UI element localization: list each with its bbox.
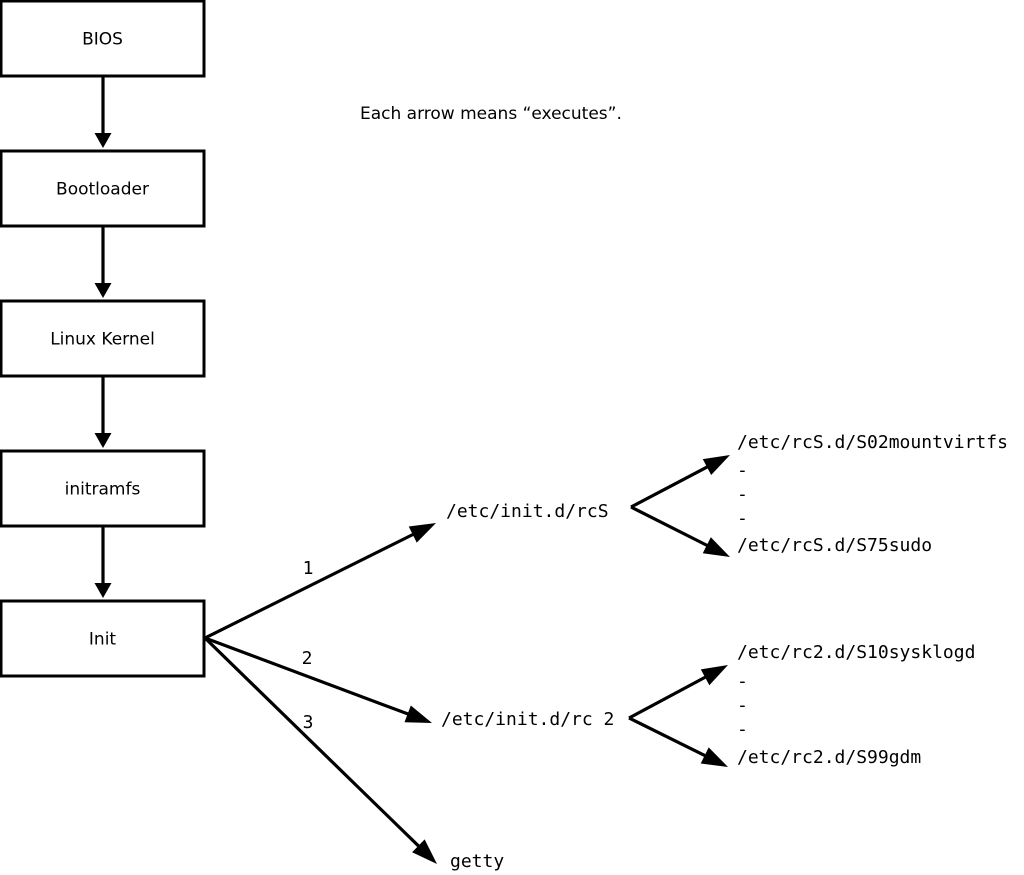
node-label-initramfs: initramfs xyxy=(65,480,141,500)
ellipsis-dash: - xyxy=(737,484,748,505)
ellipsis-dash: - xyxy=(737,671,748,692)
ellipsis-dash: - xyxy=(737,695,748,716)
target-label-rcs: /etc/init.d/rcS xyxy=(446,501,609,522)
caption-each-arrow-means-executes: Each arrow means “executes”. xyxy=(360,104,622,124)
arrowhead xyxy=(94,433,112,448)
arrowhead xyxy=(412,839,437,864)
node-label-bios: BIOS xyxy=(82,30,123,50)
arrow-bios-to-bootloader xyxy=(94,76,112,148)
arrowhead xyxy=(408,523,436,543)
arrowhead xyxy=(700,665,728,686)
node-initramfs: initramfs xyxy=(0,449,206,528)
arrowhead xyxy=(702,537,730,557)
arrowhead xyxy=(404,705,432,723)
script-label-first-rcs-scripts: /etc/rcS.d/S02mountvirtfs xyxy=(737,432,1008,453)
ellipsis-dash: - xyxy=(737,460,748,481)
init-branch-rc2 xyxy=(204,636,432,723)
init-branch-rcs xyxy=(204,523,436,640)
arrow-bootloader-to-kernel xyxy=(94,226,112,298)
arrow-initramfs-to-init xyxy=(94,526,112,598)
diagram-text-layer: 1/etc/init.d/rcS 2/etc/init.d/rc 2 3 getty /… xyxy=(302,104,1008,872)
script-label-last-rcs-scripts: /etc/rcS.d/S75sudo xyxy=(737,535,932,556)
node-label-init: Init xyxy=(89,630,117,650)
node-init: Init xyxy=(0,599,206,678)
fanout-rc2-scripts xyxy=(628,665,728,767)
ellipsis-dash: - xyxy=(737,719,748,740)
target-label-getty: getty xyxy=(450,851,504,872)
arrowhead xyxy=(702,455,730,476)
arrowhead xyxy=(94,583,112,598)
ellipsis-dash: - xyxy=(737,508,748,529)
arrowhead xyxy=(94,133,112,148)
boot-chain-arrows xyxy=(94,76,112,598)
node-label-kernel: Linux Kernel xyxy=(50,330,155,350)
node-label-bootloader: Bootloader xyxy=(56,180,149,200)
edge-number-getty: 3 xyxy=(303,712,314,733)
script-fanout-arrows xyxy=(628,455,730,767)
arrowhead xyxy=(700,747,728,767)
init-fanout-arrows xyxy=(203,523,437,864)
edge-number-rc2: 2 xyxy=(302,648,313,669)
node-bios: BIOS xyxy=(0,0,206,78)
init-branch-getty xyxy=(203,636,437,864)
arrowhead xyxy=(94,283,112,298)
arrow-kernel-to-initramfs xyxy=(94,376,112,448)
script-label-last-rc2-scripts: /etc/rc2.d/S99gdm xyxy=(737,747,921,768)
target-label-rc2: /etc/init.d/rc 2 xyxy=(441,709,614,730)
node-kernel: Linux Kernel xyxy=(0,299,206,378)
node-bootloader: Bootloader xyxy=(0,149,206,228)
script-label-first-rc2-scripts: /etc/rc2.d/S10sysklogd xyxy=(737,642,975,663)
fanout-rcs-scripts xyxy=(630,455,730,557)
edge-number-rcs: 1 xyxy=(303,558,314,579)
